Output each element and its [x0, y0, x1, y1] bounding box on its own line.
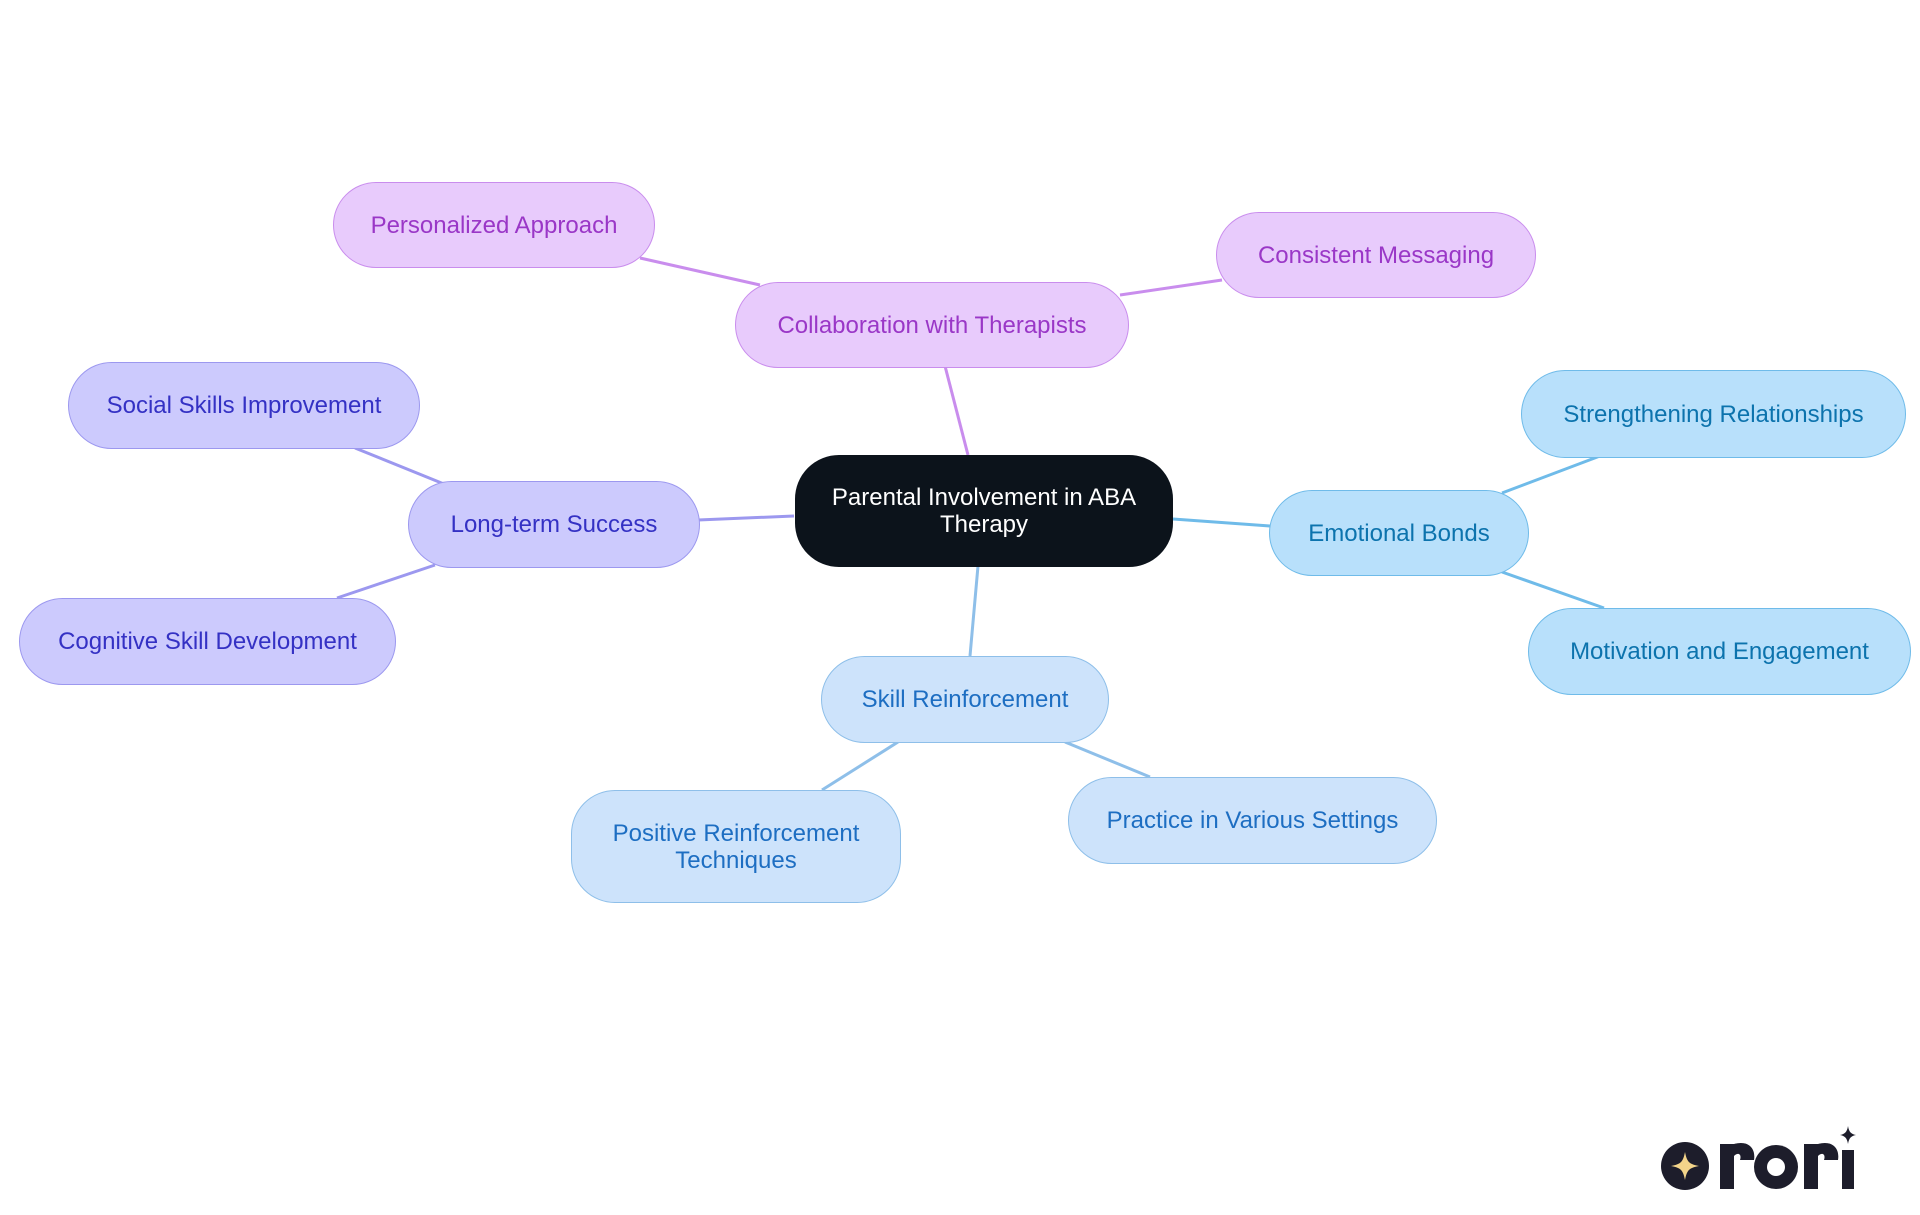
- leaf-label: Cognitive Skill Development: [58, 628, 357, 655]
- connector-center-collaboration: [943, 365, 970, 456]
- leaf-label: Strengthening Relationships: [1563, 400, 1864, 428]
- branch-node-skill-reinforcement[interactable]: Skill Reinforcement: [821, 656, 1109, 743]
- leaf-node-social-skills-improvement[interactable]: Social Skills Improvement: [68, 362, 420, 449]
- rori-logo: [1661, 1126, 1856, 1190]
- central-topic-node[interactable]: Parental Involvement in ABA Therapy: [795, 455, 1173, 567]
- connector-emotional-motivation: [1501, 570, 1605, 610]
- branch-node-collaboration[interactable]: Collaboration with Therapists: [735, 282, 1129, 368]
- sparkle-icon: [1661, 1142, 1709, 1190]
- connector-collaboration-consistent: [1119, 278, 1223, 297]
- leaf-label: Personalized Approach: [370, 211, 618, 239]
- leaf-label: Positive Reinforcement Techniques: [612, 819, 860, 874]
- connector-emotional-strengthening: [1501, 454, 1601, 495]
- connector-longterm-cognitive: [336, 563, 436, 600]
- connector-skill-positive: [821, 740, 899, 792]
- connector-collaboration-personalized: [639, 256, 761, 287]
- central-topic-label: Parental Involvement in ABA Therapy: [831, 484, 1137, 538]
- branch-label: Collaboration with Therapists: [777, 311, 1087, 339]
- leaf-node-motivation-and-engagement[interactable]: Motivation and Engagement: [1528, 608, 1911, 695]
- connector-skill-practice: [1064, 740, 1151, 779]
- connector-center-longterm: [697, 514, 795, 522]
- leaf-label: Social Skills Improvement: [106, 392, 382, 419]
- leaf-label: Motivation and Engagement: [1570, 638, 1869, 665]
- leaf-node-personalized-approach[interactable]: Personalized Approach: [333, 182, 655, 268]
- leaf-node-positive-reinforcement-techniques[interactable]: Positive Reinforcement Techniques: [571, 790, 901, 903]
- leaf-node-strengthening-relationships[interactable]: Strengthening Relationships: [1521, 370, 1906, 458]
- branch-node-long-term-success[interactable]: Long-term Success: [408, 481, 700, 568]
- leaf-node-practice-in-various-settings[interactable]: Practice in Various Settings: [1068, 777, 1437, 864]
- branch-node-emotional-bonds[interactable]: Emotional Bonds: [1269, 490, 1529, 576]
- connector-center-emotional: [1172, 517, 1271, 528]
- branch-label: Emotional Bonds: [1308, 519, 1490, 547]
- branch-label: Skill Reinforcement: [861, 686, 1069, 713]
- leaf-label: Consistent Messaging: [1257, 241, 1495, 269]
- branch-label: Long-term Success: [450, 511, 658, 538]
- connector-longterm-social: [354, 446, 445, 486]
- logo-wordmark: [1720, 1126, 1856, 1189]
- connector-center-skill: [968, 565, 980, 657]
- leaf-node-cognitive-skill-development[interactable]: Cognitive Skill Development: [19, 598, 396, 685]
- leaf-node-consistent-messaging[interactable]: Consistent Messaging: [1216, 212, 1536, 298]
- leaf-label: Practice in Various Settings: [1106, 807, 1399, 834]
